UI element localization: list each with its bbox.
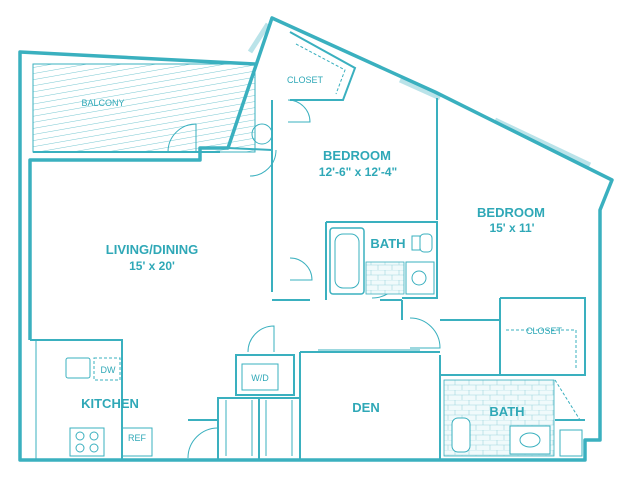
- interior-walls: [30, 31, 586, 461]
- windows: [247, 22, 592, 168]
- closet-1-label: CLOSET: [287, 75, 324, 85]
- kitchen-fixtures: [65, 357, 153, 457]
- living-dining-label: LIVING/DINING: [106, 242, 198, 257]
- balcony-label: BALCONY: [81, 98, 124, 108]
- kitchen-label: KITCHEN: [81, 396, 139, 411]
- bath-2-fixtures: [443, 379, 583, 457]
- closet-shelves: [295, 43, 577, 370]
- washer-dryer-label: W/D: [251, 373, 269, 383]
- bedroom-2-dimensions: 15' x 11': [489, 221, 534, 235]
- refrigerator-label: REF: [128, 433, 147, 443]
- bedroom-2-label: BEDROOM: [477, 205, 545, 220]
- bedroom-1-label: BEDROOM: [323, 148, 391, 163]
- dishwasher-label: DW: [101, 365, 116, 375]
- den-label: DEN: [352, 400, 379, 415]
- bath-1-label: BATH: [370, 236, 405, 251]
- washer-dryer: [241, 363, 279, 391]
- living-dining-dimensions: 15' x 20': [129, 259, 175, 273]
- bath-2-label: BATH: [489, 404, 524, 419]
- balcony: [32, 63, 256, 153]
- doors: [167, 99, 474, 459]
- exterior-walls: [18, 16, 614, 462]
- bath-1-fixtures: [329, 227, 435, 295]
- closet-2-label: CLOSET: [526, 326, 563, 336]
- bedroom-1-dimensions: 12'-6" x 12'-4": [319, 165, 397, 179]
